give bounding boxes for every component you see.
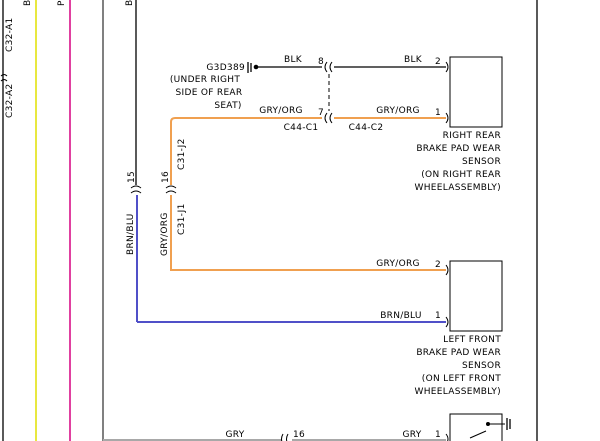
lf-connector-symbol-1 <box>445 316 449 328</box>
connector-label-c44-c1: C44-C1 <box>284 123 319 133</box>
pin-label-rr-2: 2 <box>435 57 441 67</box>
connector-label-c32-a1: C32-A1 <box>5 18 15 52</box>
lf-sensor-line-2: BRAKE PAD WEAR <box>416 348 501 358</box>
brn-blu-vertical-wire: 15 BRN/BLU <box>126 0 446 323</box>
pin-label-rr-1: 1 <box>435 108 441 118</box>
bottom-splice-connector-symbol <box>281 433 289 441</box>
left-bus: B P C32-A1 C32-A2 <box>0 0 104 441</box>
wire-label-gry-left: GRY <box>225 430 244 440</box>
pin-label-c44-7: 7 <box>318 108 324 118</box>
rr-sensor-line-4: (ON RIGHT REAR <box>421 170 501 180</box>
ground-location-line-2: SIDE OF REAR <box>176 88 243 98</box>
connector-label-c31-j2: C31-J2 <box>177 138 187 170</box>
wire-label-gry-org-right: GRY/ORG <box>376 106 420 116</box>
right-rear-sensor: 2 1 RIGHT REAR BRAKE PAD WEAR SENSOR (ON… <box>415 56 503 193</box>
bottom-gry-wire: GRY 16 GRY 1 <box>103 413 511 441</box>
lf-sensor-line-4: (ON LEFT FRONT <box>422 374 501 384</box>
lf-sensor-line-5: WHEELASSEMBLY) <box>415 387 502 397</box>
bottom-component-box <box>449 413 503 441</box>
connector-label-c44-c2: C44-C2 <box>349 123 384 133</box>
lf-sensor-line-3: SENSOR <box>462 361 501 371</box>
ground-location-line-1: (UNDER RIGHT <box>170 75 241 85</box>
c44-gry-org-connector-symbol <box>324 112 333 124</box>
pin-label-bottom-16: 16 <box>293 430 305 440</box>
wire-label-brn-blu-vertical: BRN/BLU <box>126 213 136 255</box>
wire-label-gry-org-left: GRY/ORG <box>259 106 303 116</box>
gry-org-lower-trace <box>170 195 446 271</box>
connector-label-c31-j1: C31-J1 <box>177 203 187 235</box>
lf-connector-symbol-2 <box>445 264 449 276</box>
wire-label-blk-left: BLK <box>284 55 303 65</box>
ground-location-line-3: SEAT) <box>214 101 241 111</box>
pin-label-lf-1: 1 <box>435 311 441 321</box>
c44-connector: 8 7 C44-C1 C44-C2 <box>284 57 384 133</box>
top-clipped-label: B <box>125 0 135 6</box>
rr-connector-symbol-1 <box>445 112 449 124</box>
c44-blk-connector-symbol <box>324 61 333 73</box>
c31-connector-symbol-16 <box>165 185 177 194</box>
left-front-sensor-box <box>449 260 503 332</box>
bottom-switch-arm <box>469 430 487 439</box>
ground-id-label: G3D389 <box>206 63 245 73</box>
wire-label-blk-right: BLK <box>404 55 423 65</box>
bottom-component-connector-symbol <box>445 433 449 441</box>
rr-sensor-line-1: RIGHT REAR <box>443 131 501 141</box>
left-front-sensor: 2 1 BRN/BLU LEFT FRONT BRAKE PAD WEAR SE… <box>380 260 503 397</box>
pin-label-bottom-1: 1 <box>435 430 441 440</box>
wire-label-brn-blu-lower: BRN/BLU <box>380 311 422 321</box>
rr-sensor-line-2: BRAKE PAD WEAR <box>416 144 501 154</box>
pin-label-lf-2: 2 <box>435 260 441 270</box>
wire-label-gry-org-vertical: GRY/ORG <box>160 212 170 256</box>
blk-ground-wire: G3D389 (UNDER RIGHT SIDE OF REAR SEAT) B… <box>170 55 446 111</box>
gry-org-wire: 16 C31-J2 C31-J1 GRY/ORG GRY/ORG GRY/ORG… <box>160 106 446 271</box>
pin-label-c31-16: 16 <box>161 171 171 183</box>
rr-connector-symbol-2 <box>445 61 449 73</box>
gry-org-upper-trace <box>170 117 322 185</box>
wire-label-gry-right: GRY <box>402 430 421 440</box>
right-rear-sensor-box <box>449 56 503 128</box>
bus-top-label-p: P <box>57 0 67 6</box>
connector-label-c32-a2: C32-A2 <box>5 84 15 118</box>
connector-symbol-c32 <box>0 74 8 82</box>
lf-sensor-line-1: LEFT FRONT <box>443 335 501 345</box>
wire-label-gry-org-lower: GRY/ORG <box>376 259 420 269</box>
bottom-switch-contact <box>486 422 490 426</box>
bus-top-label-b: B <box>23 0 33 6</box>
c31-connector-symbol-15 <box>130 185 142 194</box>
pin-label-c44-8: 8 <box>318 57 324 67</box>
rr-sensor-line-5: WHEELASSEMBLY) <box>415 183 502 193</box>
rr-sensor-line-3: SENSOR <box>462 157 501 167</box>
pin-label-c31-15: 15 <box>127 171 137 183</box>
